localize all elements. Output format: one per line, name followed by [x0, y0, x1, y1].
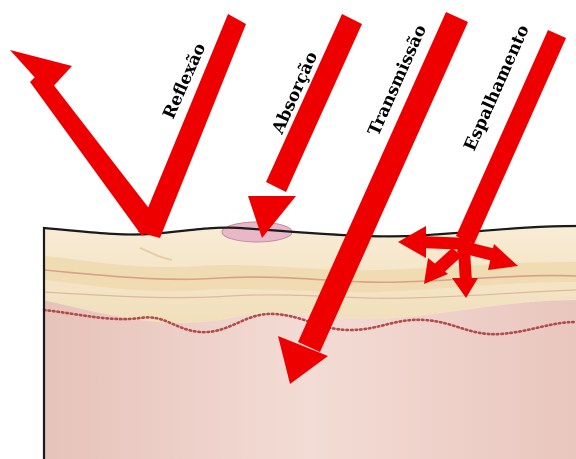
absorption-arrow [248, 14, 362, 238]
reflection-arrow [10, 14, 246, 238]
